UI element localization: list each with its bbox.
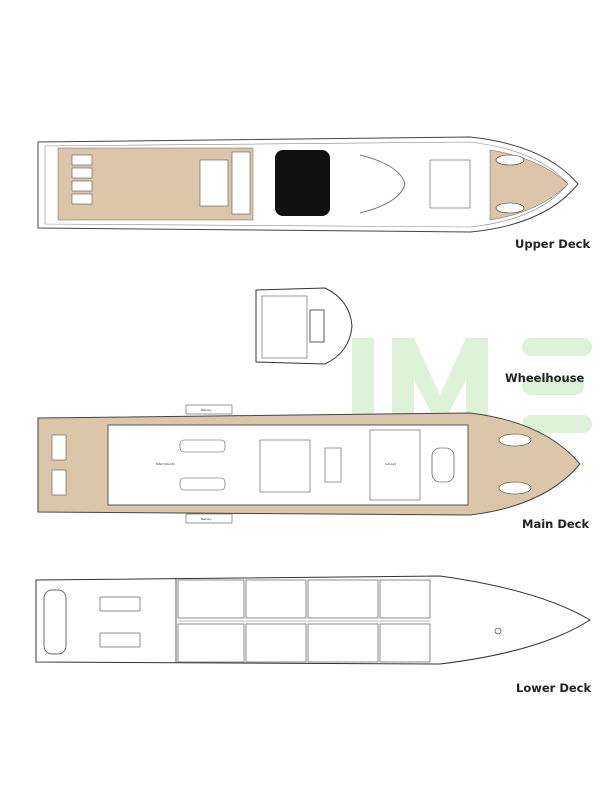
foredeck-seating [429, 159, 471, 209]
tender-garage-boat [43, 589, 67, 655]
lower-deck-label: Lower Deck [516, 681, 592, 695]
main-tender-port [498, 433, 532, 447]
sofa-port [179, 439, 226, 453]
dining-table-main [324, 447, 342, 483]
upper-deck-plan [37, 136, 579, 233]
balcony-port [185, 404, 233, 415]
dining-area [259, 439, 311, 493]
balcony-starboard-label: Balcony [201, 517, 212, 521]
wheelhouse-label: Wheelhouse [505, 371, 585, 385]
foredeck-tender [431, 447, 455, 483]
dining-table [199, 159, 229, 207]
main-deck-plan: Balcony Balcony MAIN SALON GALLEY [37, 404, 581, 524]
balcony-port-label: Balcony [201, 408, 212, 412]
main-salon-label: MAIN SALON [156, 462, 175, 466]
sunroof [275, 150, 330, 216]
wheelhouse-outline [255, 287, 353, 365]
bow-hatch [494, 627, 502, 635]
main-tender-starboard [498, 481, 532, 495]
lower-deck-hull [35, 575, 591, 665]
sun-loungers [71, 154, 93, 205]
guest-cabins [177, 579, 431, 663]
main-deck-label: Main Deck [522, 517, 590, 531]
aft-sofas [51, 434, 67, 496]
galley-room [369, 429, 421, 501]
tender-port [495, 154, 525, 166]
tender-starboard [495, 202, 525, 214]
bar-counter [231, 151, 251, 215]
lower-deck-plan [35, 575, 591, 665]
windshield [359, 154, 406, 214]
engine-room [99, 596, 141, 648]
wheelhouse-room [261, 295, 308, 359]
watermark-logo [352, 338, 592, 433]
galley-label: GALLEY [385, 462, 397, 466]
helm-console [309, 309, 325, 343]
wheelhouse-plan [255, 287, 353, 365]
balcony-starboard [185, 513, 233, 524]
upper-deck-label: Upper Deck [515, 237, 591, 251]
sofa-starboard [179, 477, 226, 491]
main-deck-interior [107, 424, 469, 506]
